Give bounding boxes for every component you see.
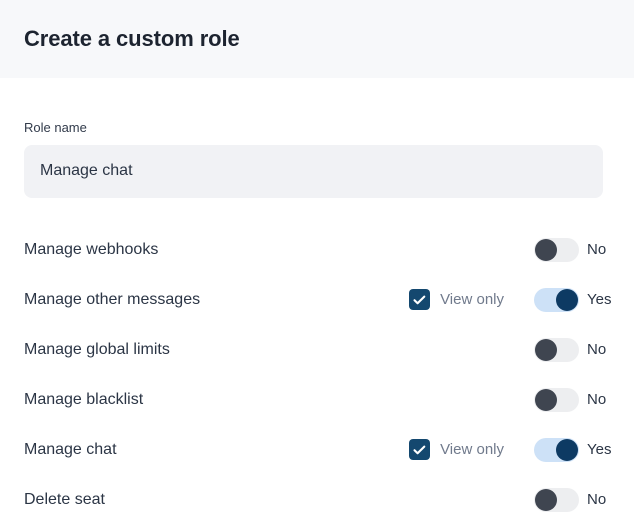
permission-label: Manage webhooks: [24, 240, 159, 258]
permission-label: Manage other messages: [24, 290, 201, 308]
permission-row: Manage webhooksView onlyNo: [24, 225, 610, 275]
permission-toggle[interactable]: [534, 387, 579, 412]
permission-row: Manage blacklistView onlyNo: [24, 375, 610, 425]
permission-label: Delete seat: [24, 490, 105, 508]
permission-toggle-state-label: Yes: [587, 291, 612, 309]
view-only-checkbox[interactable]: [409, 439, 431, 461]
toggle-knob: [535, 388, 557, 411]
toggle-knob: [535, 338, 557, 361]
toggle-knob: [535, 238, 557, 261]
dialog-header: Create a custom role: [0, 0, 634, 78]
check-icon: [413, 445, 426, 455]
permission-toggle-block: Yes: [534, 437, 612, 462]
permission-label: Manage global limits: [24, 340, 170, 358]
toggle-knob: [556, 288, 578, 311]
permission-row: Manage global limitsView onlyNo: [24, 325, 610, 375]
role-name-input[interactable]: [24, 144, 603, 198]
view-only-control[interactable]: View only: [409, 289, 504, 311]
permission-toggle-state-label: No: [587, 391, 607, 409]
page-title: Create a custom role: [24, 25, 240, 51]
permission-row: Manage chat View only Yes: [24, 425, 612, 475]
role-name-field-group: Role name: [24, 78, 610, 198]
toggle-knob: [556, 438, 578, 461]
permission-toggle-state-label: No: [587, 241, 607, 259]
check-icon: [413, 295, 426, 305]
permission-toggle[interactable]: [534, 437, 579, 462]
permission-toggle-block: No: [534, 337, 610, 362]
role-name-label: Role name: [24, 120, 87, 135]
view-only-label: View only: [440, 441, 504, 459]
permission-toggle-block: No: [534, 387, 610, 412]
permission-toggle-state-label: No: [587, 341, 607, 359]
permission-toggle[interactable]: [534, 337, 579, 362]
permission-toggle-block: No: [534, 237, 610, 262]
toggle-knob: [535, 488, 557, 511]
permission-toggle-state-label: Yes: [587, 441, 612, 459]
permission-toggle[interactable]: [534, 287, 579, 312]
permission-label: Manage chat: [24, 440, 117, 458]
permission-toggle-block: No: [534, 487, 610, 512]
permission-row: Manage other messages View only Yes: [24, 275, 612, 325]
permissions-list: Manage webhooksView onlyNoManage other m…: [24, 225, 612, 525]
view-only-checkbox[interactable]: [409, 289, 431, 311]
permission-label: Manage blacklist: [24, 390, 144, 408]
dialog-body: Role name Manage webhooksView onlyNoMana…: [0, 78, 634, 525]
permission-row: Delete seatView onlyNo: [24, 475, 610, 525]
permission-toggle-block: Yes: [534, 287, 612, 312]
view-only-label: View only: [440, 291, 504, 309]
permission-toggle[interactable]: [534, 487, 579, 512]
view-only-control[interactable]: View only: [409, 439, 504, 461]
permission-toggle[interactable]: [534, 237, 579, 262]
permission-toggle-state-label: No: [587, 491, 607, 509]
